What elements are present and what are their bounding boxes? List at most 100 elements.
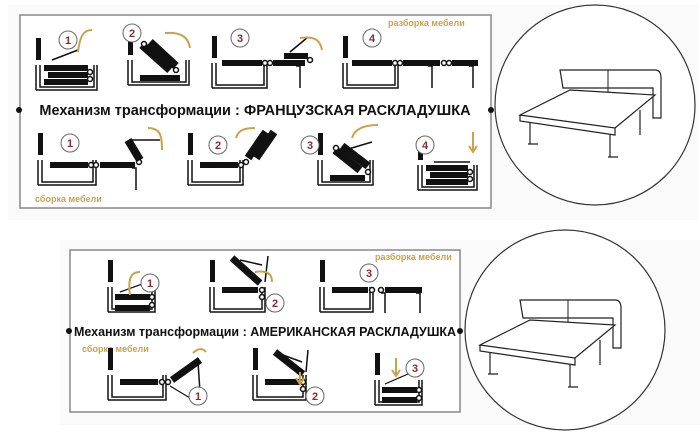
backrest	[38, 133, 43, 155]
hinge	[415, 394, 423, 402]
sofa-pictogram	[211, 36, 314, 89]
hinge	[415, 386, 423, 394]
arrow-icon	[164, 31, 191, 49]
step-number: 2	[208, 135, 228, 155]
hinge	[396, 59, 404, 67]
step-circle	[122, 23, 142, 43]
step-number: 2	[265, 293, 285, 313]
step-number: 3	[300, 135, 320, 155]
step-number-text: 3	[307, 140, 313, 152]
step-number: 2	[122, 23, 142, 43]
french-title: Механизм трансформации : ФРАНЦУЗСКАЯ РАС…	[39, 103, 471, 119]
step-circle	[60, 133, 80, 153]
hinge	[306, 56, 314, 64]
step-number-text: 3	[237, 33, 243, 45]
handle	[239, 259, 263, 266]
backrest	[212, 36, 217, 58]
hinge	[86, 75, 94, 83]
mattress	[517, 89, 657, 129]
mattress-section	[147, 39, 179, 69]
frame	[187, 160, 244, 186]
step-number: 1	[188, 386, 208, 406]
hinge	[258, 286, 266, 294]
arrow-icon	[351, 124, 379, 139]
mattress-edge	[479, 345, 576, 366]
arrow-icon	[147, 127, 163, 151]
sofa-pictogram	[319, 260, 422, 313]
mattress-section	[169, 357, 203, 383]
leg	[428, 65, 433, 88]
frame	[319, 287, 374, 313]
sofa-pictogram	[35, 38, 98, 91]
backrest	[343, 36, 348, 58]
hinge	[242, 158, 250, 166]
backrest	[128, 33, 133, 55]
leg	[264, 255, 269, 283]
frame	[211, 63, 268, 89]
hinge	[172, 66, 180, 74]
frame	[417, 165, 478, 191]
step-circle	[265, 293, 285, 313]
frame	[35, 65, 98, 91]
step-number-text: 2	[312, 391, 318, 403]
step-number: 4	[362, 28, 382, 48]
sofa-pictogram	[417, 138, 478, 191]
sofa-pictogram	[342, 36, 478, 89]
step-circle	[305, 386, 325, 406]
leg	[469, 65, 474, 88]
leg	[416, 292, 421, 313]
hinge	[466, 175, 474, 183]
step-number-text: 1	[67, 138, 73, 150]
hinge	[164, 378, 172, 386]
step-number: 2	[305, 386, 325, 406]
hinge	[92, 161, 100, 169]
backrest	[188, 133, 193, 155]
step-number: 3	[230, 28, 250, 48]
backrest	[210, 260, 215, 282]
mattress-section	[244, 129, 270, 161]
mattress-edge	[519, 115, 616, 136]
sofa-back	[559, 69, 662, 119]
sofa-pictogram	[187, 129, 278, 186]
step-number: 1	[140, 273, 160, 293]
hinge	[466, 168, 474, 176]
leg	[305, 349, 309, 373]
arrow-icon	[235, 127, 256, 139]
hinge	[368, 286, 376, 294]
handle	[384, 373, 409, 385]
frame	[342, 63, 399, 89]
bed-legs	[488, 340, 601, 388]
step-number: 4	[415, 135, 435, 155]
leg	[296, 65, 301, 88]
sofa-bed-illustration	[517, 69, 662, 158]
arrow-icon	[192, 348, 207, 354]
mattress-section	[332, 146, 363, 174]
fold-label: сборка мебели	[35, 194, 102, 204]
step-circle	[415, 135, 435, 155]
backrest	[375, 353, 380, 375]
hinge	[237, 161, 245, 169]
step-number-text: 4	[422, 140, 429, 152]
sofa-pictogram	[127, 33, 190, 86]
mattress	[477, 319, 617, 359]
hinge	[377, 286, 385, 294]
backrest	[108, 260, 113, 282]
backrest	[108, 348, 113, 370]
french-panel: Механизм трансформации : ФРАНЦУЗСКАЯ РАС…	[8, 4, 698, 220]
step-circle	[140, 273, 160, 293]
hinge	[445, 59, 453, 67]
sofa-pictogram	[317, 133, 374, 186]
hinge	[148, 293, 156, 301]
step-circle	[300, 135, 320, 155]
step-number-text: 3	[366, 268, 372, 280]
step-number-text: 1	[147, 278, 153, 290]
handle	[289, 36, 309, 53]
backrest	[36, 38, 41, 60]
backrest	[318, 133, 323, 155]
unfold-label: разборка мебели	[388, 18, 465, 28]
hinge	[299, 385, 307, 393]
mattress-section	[229, 255, 263, 286]
handle	[51, 49, 79, 61]
frame	[127, 60, 190, 86]
